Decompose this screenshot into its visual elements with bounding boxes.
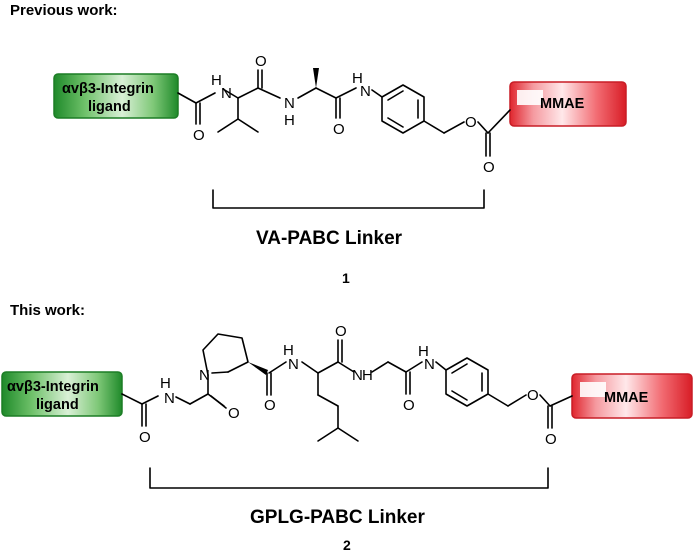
atom-h: H: [211, 72, 222, 89]
atom-h: H: [418, 343, 429, 360]
atom-o: O: [264, 397, 276, 414]
linker-label: GPLG-PABC Linker: [250, 507, 425, 528]
atom-n: N: [164, 390, 175, 407]
compound-2-structure: αvβ3-Integrin ligand MMAE: [1, 323, 693, 553]
ligand-box: [53, 73, 179, 119]
atom-o: O: [333, 121, 345, 138]
atom-o: O: [228, 405, 240, 422]
atom-n: N: [288, 356, 299, 373]
atom-h: H: [283, 342, 294, 359]
atom-h: H: [362, 367, 373, 384]
atom-n: N: [221, 85, 232, 102]
compound-1-structure: αvβ3-Integrin ligand MMAE: [53, 53, 627, 286]
linker-label: VA-PABC Linker: [256, 228, 403, 249]
atom-n: N: [360, 83, 371, 100]
atom-o: O: [483, 159, 495, 176]
this-work-heading: This work:: [10, 302, 86, 319]
atom-n: N: [352, 367, 363, 384]
atom-h: H: [160, 375, 171, 392]
atom-o: O: [403, 397, 415, 414]
ligand-label: αvβ3-Integrin: [62, 81, 154, 97]
atom-o: O: [527, 387, 539, 404]
compound-2-bonds: [121, 333, 573, 442]
linker-bracket: [149, 467, 549, 489]
atom-h: H: [352, 70, 363, 87]
payload-label: MMAE: [540, 96, 585, 112]
atom-o: O: [545, 431, 557, 448]
compound-number: 2: [343, 537, 351, 553]
atom-o: O: [139, 429, 151, 446]
linker-bracket: [212, 189, 485, 209]
compound-1-bonds: [177, 68, 511, 157]
previous-work-heading: Previous work:: [10, 2, 118, 19]
ligand-label: αvβ3-Integrin: [7, 379, 99, 395]
ligand-label-2: ligand: [88, 99, 131, 115]
atom-o: O: [335, 323, 347, 340]
payload-label: MMAE: [604, 390, 649, 406]
atom-o: O: [193, 127, 205, 144]
atom-n: N: [424, 356, 435, 373]
atom-h: H: [284, 112, 295, 129]
ligand-label-2: ligand: [36, 397, 79, 413]
atom-n: N: [284, 95, 295, 112]
atom-o: O: [465, 114, 477, 131]
atom-o: O: [255, 53, 267, 70]
atom-n: N: [199, 367, 210, 384]
compound-number: 1: [342, 270, 350, 286]
